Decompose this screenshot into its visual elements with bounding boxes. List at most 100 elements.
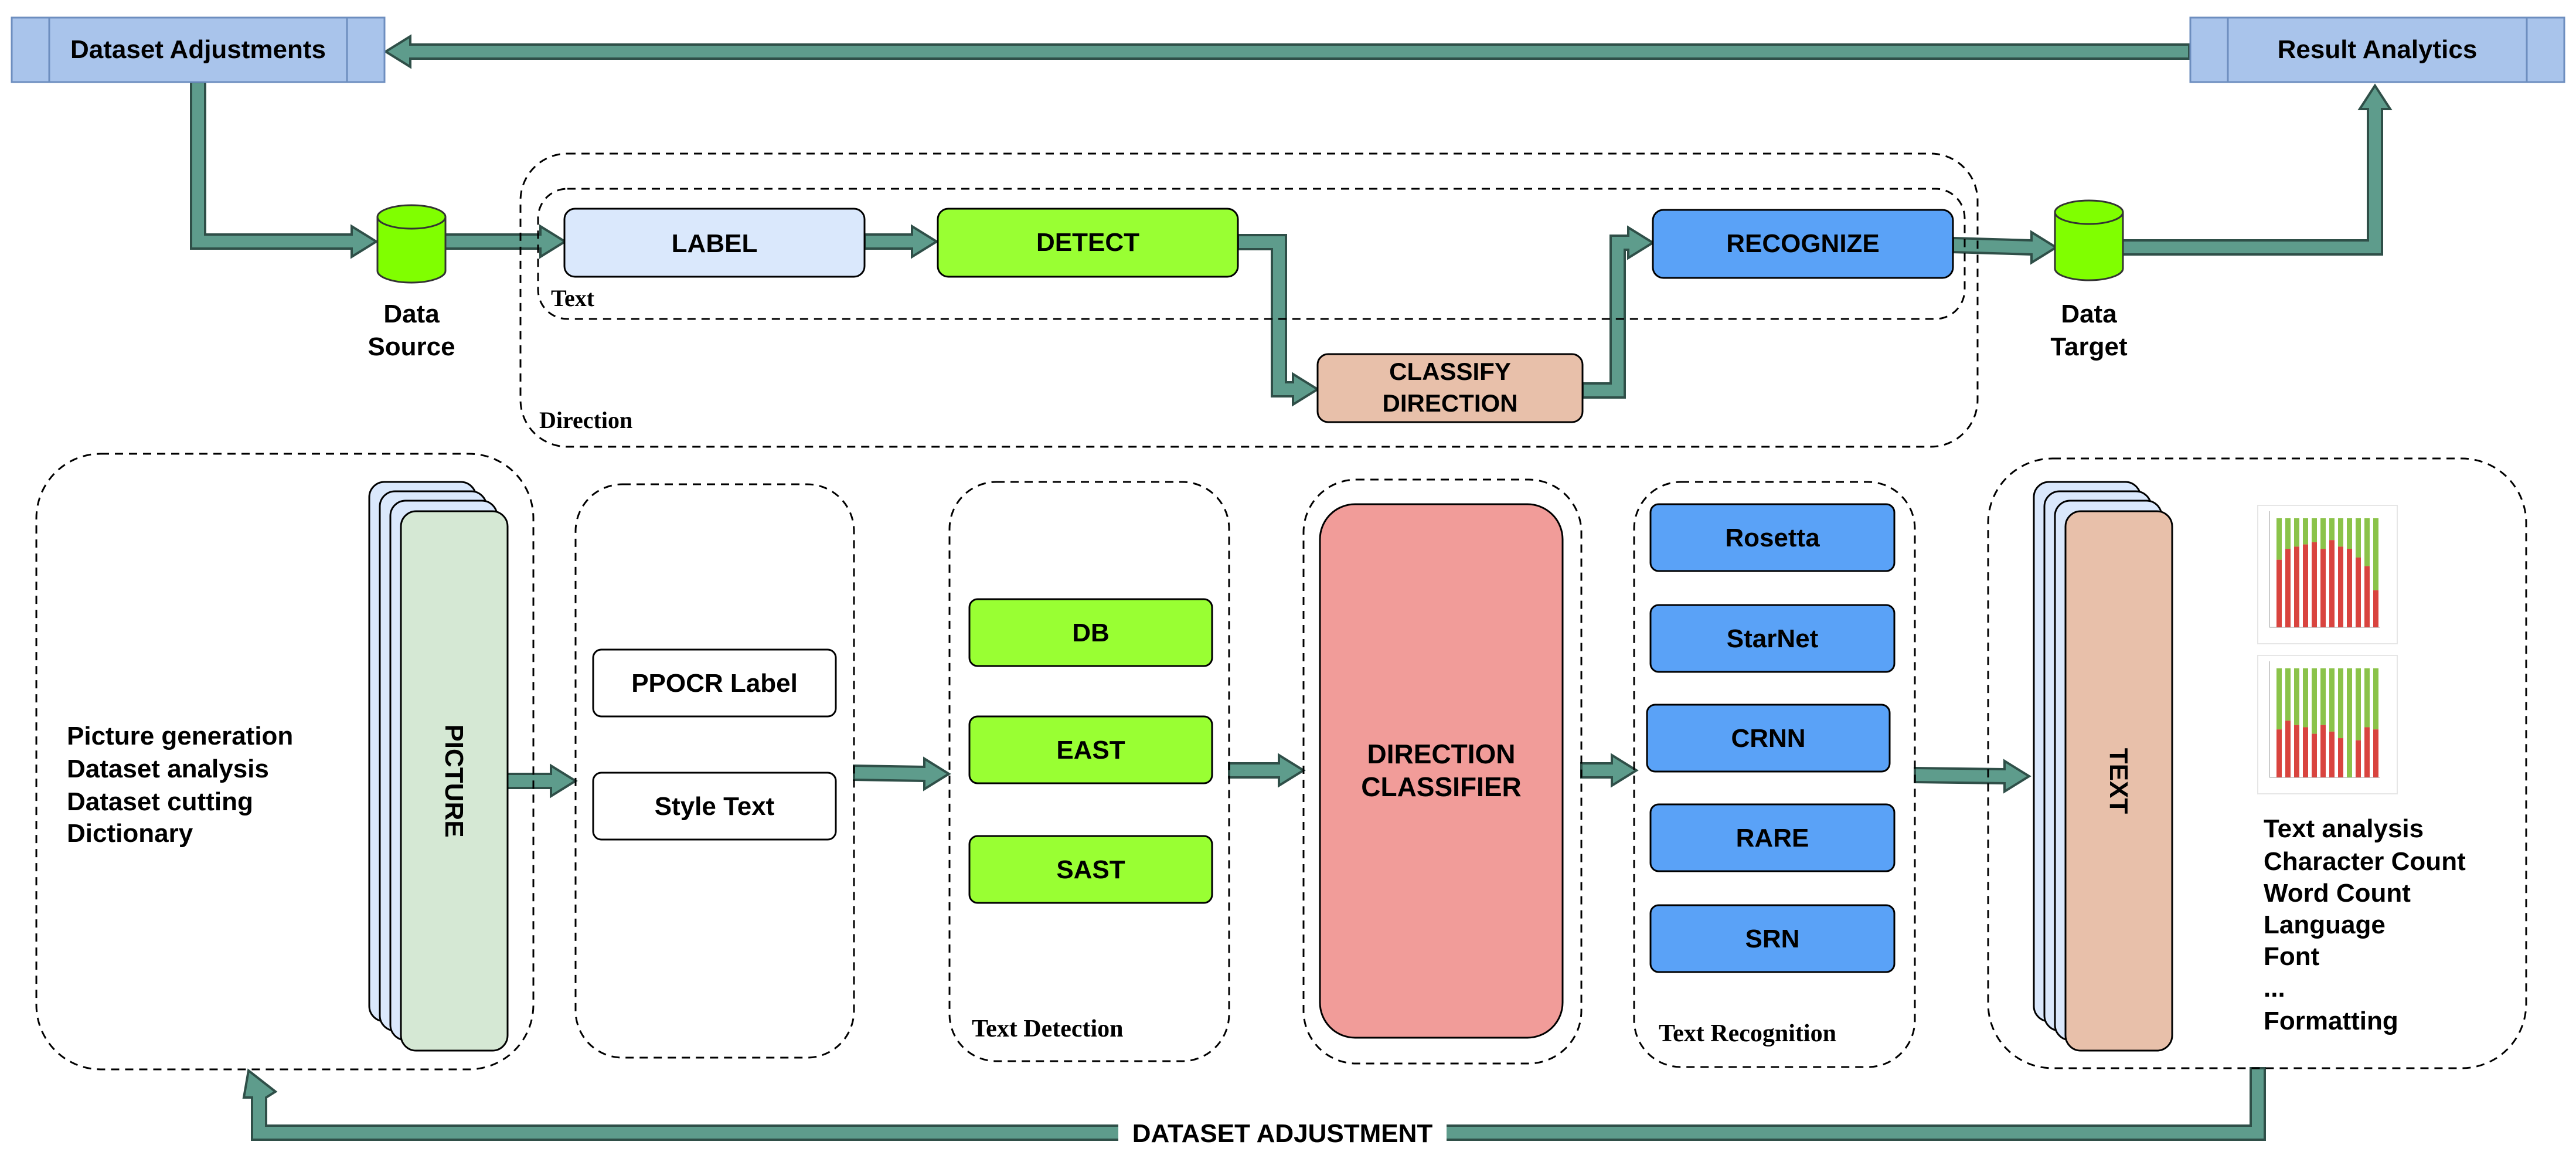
text-group-label: Text bbox=[551, 285, 595, 311]
thumbnail-bar-red bbox=[2338, 738, 2343, 777]
rare-text: RARE bbox=[1736, 824, 1809, 852]
rosetta-text: Rosetta bbox=[1725, 524, 1820, 552]
thumbnail-bar-red bbox=[2276, 559, 2282, 627]
arrow-source-to-label bbox=[440, 224, 567, 259]
thumbnail-bar-red bbox=[2364, 566, 2370, 627]
thumbnail-bar-green bbox=[2294, 518, 2299, 547]
thumbnail-bar-green bbox=[2285, 518, 2291, 549]
thumbnail-bar-red bbox=[2320, 725, 2326, 777]
arrow-label-to-detect bbox=[863, 224, 939, 259]
thumbnail-bar-green bbox=[2320, 518, 2326, 549]
thumbnail-bar-green bbox=[2312, 668, 2317, 734]
db-box bbox=[968, 598, 1213, 667]
thumbnail-bar-red bbox=[2338, 546, 2343, 627]
analysis-list-item-3: Word Count bbox=[2264, 879, 2411, 908]
thumbnail-bar-red bbox=[2294, 725, 2299, 777]
recognize-step-box bbox=[1652, 209, 1954, 279]
direction-classifier-text-2: CLASSIFIER bbox=[1361, 772, 1521, 802]
thumbnail-bar-green bbox=[2276, 518, 2282, 560]
thumbnail-bar-red bbox=[2373, 590, 2378, 627]
arrow-detection-to-classifier bbox=[1228, 753, 1306, 788]
arrow-picture-to-labeling bbox=[506, 763, 578, 799]
analysis-chart-thumbnail-2 bbox=[2257, 655, 2398, 794]
data-target-label-2: Target bbox=[2050, 332, 2128, 361]
arrow-adjustments-to-source bbox=[190, 81, 379, 259]
thumbnail-bar-green bbox=[2347, 518, 2352, 549]
thumbnail-bar-red bbox=[2303, 727, 2308, 777]
classify-step-text-2: DIRECTION bbox=[1383, 389, 1518, 417]
arrow-recognize-to-target bbox=[1952, 230, 2058, 265]
left-list-item-1: Picture generation bbox=[67, 722, 293, 750]
text-recognition-caption: Text Recognition bbox=[1659, 1020, 1836, 1047]
thumbnail-bar-green bbox=[2276, 668, 2282, 730]
dataset-adjustment-label: DATASET ADJUSTMENT bbox=[1132, 1119, 1433, 1148]
thumbnail-bar-red bbox=[2312, 733, 2317, 777]
sast-text: SAST bbox=[1056, 855, 1125, 884]
arrow-labeling-to-detection bbox=[853, 756, 951, 791]
thumbnail-bar-green bbox=[2312, 518, 2317, 542]
thumbnail-bar-red bbox=[2276, 729, 2282, 777]
recognition-module-container bbox=[1633, 481, 1916, 1068]
direction-classifier-text-1: DIRECTION bbox=[1367, 739, 1516, 769]
rare-box bbox=[1649, 803, 1896, 872]
analysis-chart-thumbnail-1 bbox=[2257, 505, 2398, 644]
arrow-classify-to-recognize bbox=[1581, 225, 1655, 399]
ppocr-label-box bbox=[592, 648, 837, 718]
thumbnail-bar-red bbox=[2347, 549, 2352, 627]
dataset-adjustments-box: Dataset Adjustments bbox=[11, 16, 386, 83]
east-text: EAST bbox=[1056, 736, 1125, 765]
thumbnail-bar-green bbox=[2338, 518, 2343, 547]
analysis-list-item-1: Text analysis bbox=[2264, 814, 2424, 843]
thumbnail-bar-green bbox=[2329, 668, 2335, 732]
starnet-box bbox=[1649, 604, 1896, 673]
thumbnail-bar-red bbox=[2364, 727, 2370, 777]
thumbnail-bar-red bbox=[2329, 540, 2335, 627]
text-label: TEXT bbox=[2104, 748, 2133, 814]
sast-box bbox=[968, 835, 1213, 904]
thumbnail-bar-red bbox=[2373, 729, 2378, 777]
east-box bbox=[968, 715, 1213, 784]
label-step-box bbox=[563, 208, 866, 278]
direction-classifier-box bbox=[1319, 503, 1564, 1039]
text-module-container bbox=[1987, 457, 2527, 1069]
arrow-target-to-results bbox=[2117, 83, 2393, 256]
thumbnail-bar-green bbox=[2364, 518, 2370, 566]
thumbnail-bar-red bbox=[2320, 549, 2326, 627]
classify-direction-step-box bbox=[1316, 353, 1584, 423]
ppocr-label-text: PPOCR Label bbox=[631, 669, 798, 698]
db-text: DB bbox=[1072, 619, 1110, 647]
detect-step-box bbox=[937, 208, 1239, 278]
direction-group bbox=[519, 152, 1979, 448]
thumbnail-bar-red bbox=[2303, 544, 2308, 627]
thumbnail-bar-green bbox=[2303, 518, 2308, 545]
thumbnail-bar-green bbox=[2373, 668, 2378, 730]
classifier-module-container bbox=[1302, 478, 1583, 1065]
thumbnail-bar-red bbox=[2312, 542, 2317, 627]
thumbnail-bar-green bbox=[2303, 668, 2308, 728]
analysis-list-item-2: Character Count bbox=[2264, 847, 2466, 876]
style-text-text: Style Text bbox=[655, 792, 775, 821]
picture-stack: PICTURE bbox=[368, 481, 509, 1052]
thumbnail-bar-red bbox=[2356, 740, 2361, 777]
data-source-label-2: Source bbox=[367, 332, 455, 361]
srn-text: SRN bbox=[1745, 925, 1800, 953]
direction-group-label: Direction bbox=[539, 407, 632, 433]
thumbnail-bar-red bbox=[2285, 721, 2291, 777]
srn-box bbox=[1649, 904, 1896, 973]
arrow-detect-to-classify bbox=[1237, 234, 1320, 407]
data-source-cylinder-icon bbox=[376, 204, 447, 284]
crnn-box bbox=[1646, 704, 1891, 773]
dataset-adjustments-label: Dataset Adjustments bbox=[70, 35, 326, 64]
thumbnail-bar-green bbox=[2329, 518, 2335, 541]
labeling-module-container bbox=[574, 483, 855, 1059]
analysis-list-item-5: Font bbox=[2264, 942, 2320, 971]
classify-step-text-1: CLASSIFY bbox=[1389, 358, 1511, 385]
result-analytics-label: Result Analytics bbox=[2278, 35, 2478, 64]
thumbnail-bar-red bbox=[2329, 731, 2335, 777]
thumbnail-bar-green bbox=[2347, 668, 2352, 777]
detect-step-text: DETECT bbox=[1036, 228, 1139, 257]
dataset-adjustment-label-bg bbox=[1118, 1117, 1447, 1150]
arrow-recognition-to-text bbox=[1914, 759, 2031, 794]
data-source-label-1: Data bbox=[383, 300, 440, 328]
analysis-list-item-4: Language bbox=[2264, 910, 2386, 939]
